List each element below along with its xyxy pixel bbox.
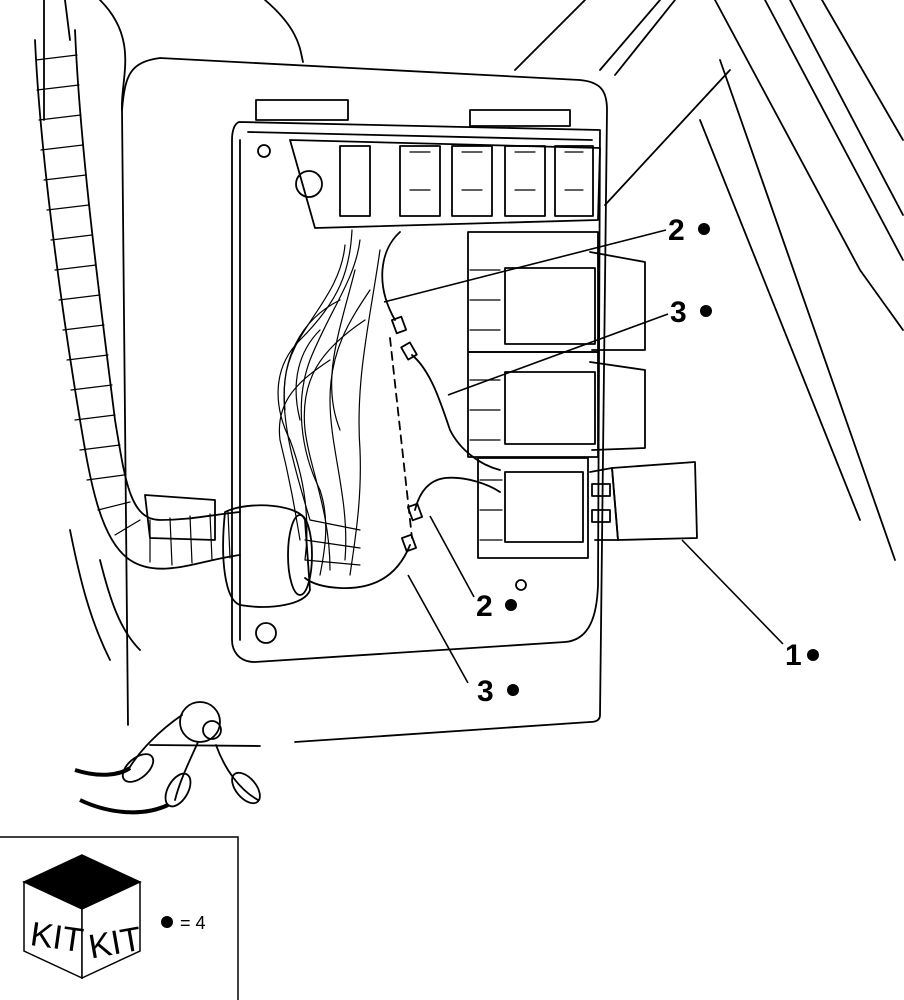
callout-2-bottom: 2 [476, 590, 517, 623]
fuse-box [231, 99, 601, 663]
kit-quantity-text: = 4 [180, 913, 206, 933]
callout-3-bottom: 3 [477, 675, 519, 708]
corrugated-conduit [34, 29, 241, 661]
cable-terminal [74, 701, 261, 815]
bullet-dot-icon [698, 223, 710, 235]
kit-legend: KIT KIT = 4 [0, 836, 239, 1000]
harness-clamp [144, 494, 313, 608]
callout-2-bottom-label: 2 [476, 590, 493, 623]
bullet-dot-icon [505, 599, 517, 611]
bullet-dot-icon [807, 649, 819, 661]
callout-2-top-label: 2 [668, 214, 685, 247]
relay-part [589, 461, 698, 541]
callout-3-top-label: 3 [670, 296, 687, 329]
bullet-dot-icon [507, 684, 519, 696]
bullet-dot-icon [161, 916, 173, 928]
relay-sockets [467, 231, 646, 559]
leader-lines [383, 229, 784, 684]
cab-frame-lines [43, 0, 904, 561]
kit-box-icon: KIT KIT [22, 854, 145, 980]
fuse-row [289, 139, 601, 229]
wiring-harness [277, 229, 381, 576]
bullet-dot-icon [700, 305, 712, 317]
kit-face-right-text: KIT [86, 920, 145, 967]
callout-3-top: 3 [670, 296, 712, 329]
callout-1: 1 [785, 639, 819, 672]
kit-face-left-text: KIT [28, 915, 86, 960]
ground-wires [304, 231, 501, 589]
mounting-plate [121, 57, 608, 747]
callout-2-top: 2 [668, 214, 710, 247]
callout-1-label: 1 [785, 639, 802, 672]
callout-3-bottom-label: 3 [477, 675, 494, 708]
